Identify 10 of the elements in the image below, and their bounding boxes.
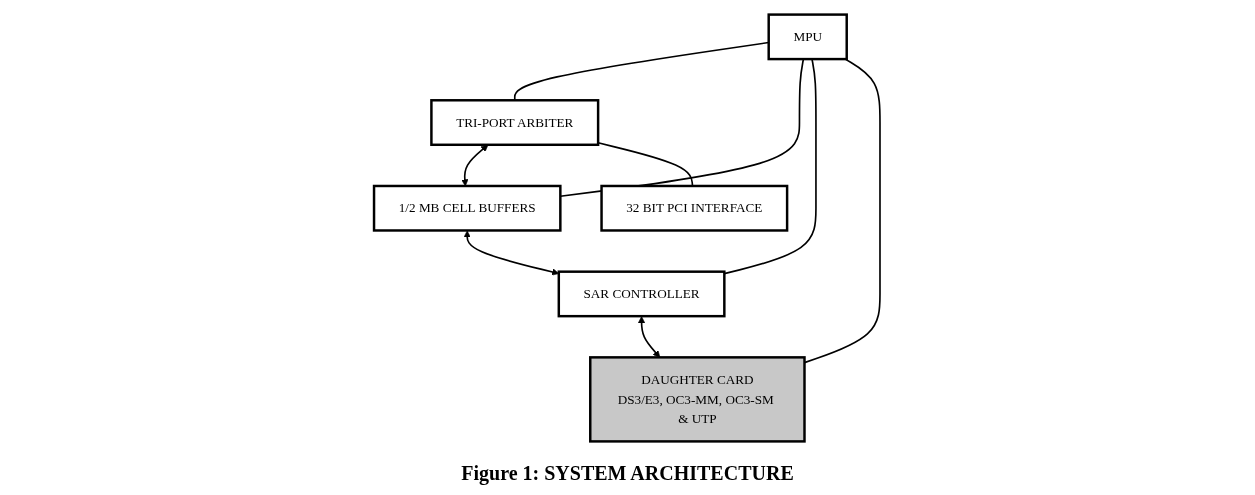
node-box: 32 BIT PCI INTERFACE xyxy=(600,184,789,232)
arrow xyxy=(464,230,560,276)
connector xyxy=(804,58,882,364)
node-box: DAUGHTER CARD DS3/E3, OC3-MM, OC3-SM & UTP xyxy=(589,356,807,443)
figure-caption: Figure 1: SYSTEM ARCHITECTURE xyxy=(461,462,794,485)
node-box: SAR CONTROLLER xyxy=(558,270,727,318)
node-box: MPU xyxy=(767,13,849,61)
arrow xyxy=(638,316,661,358)
node-box: 1/2 MB CELL BUFFERS xyxy=(373,184,563,232)
node-box: TRI-PORT ARBITER xyxy=(430,99,600,146)
